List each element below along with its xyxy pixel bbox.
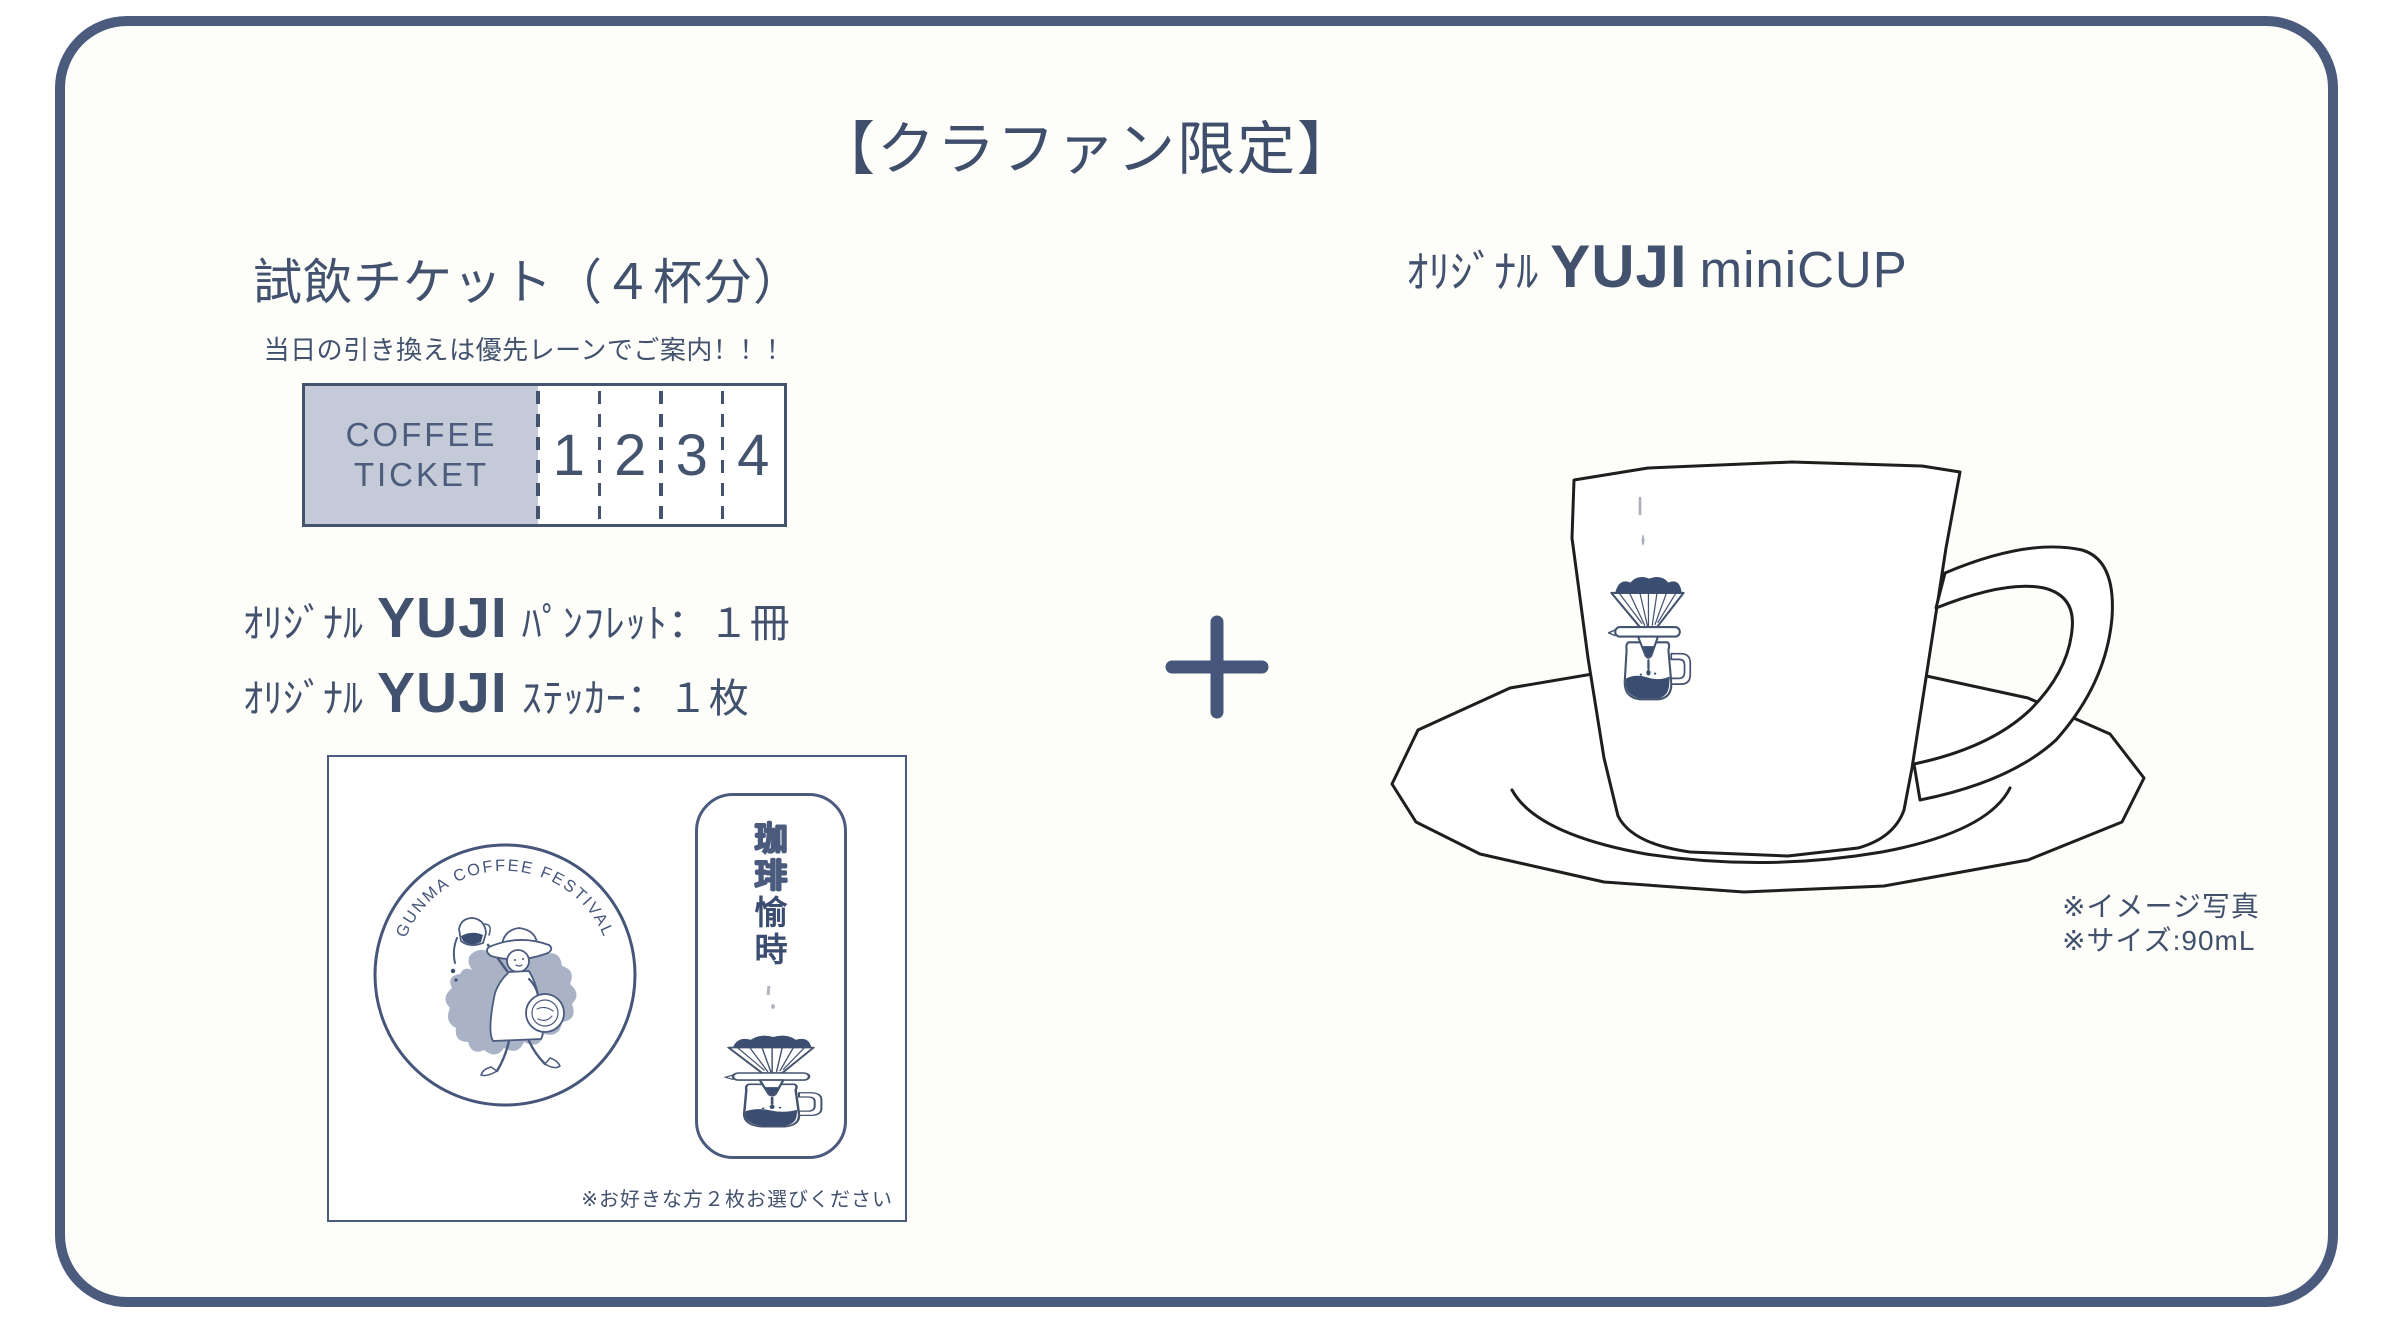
cup-drip-drop: [1641, 534, 1645, 546]
sticker-preview-box: GUNMA COFFEE FESTIVAL: [327, 755, 907, 1222]
minicup-illustration: [1390, 460, 2146, 894]
dripper-server-icon: [723, 1034, 823, 1129]
vertical-char-ji: 時: [754, 931, 788, 968]
coffee-ticket-stubs: 1 2 3 4: [536, 386, 785, 524]
saucer-well-line: [1510, 786, 2012, 864]
vertical-char-ka: 珈: [754, 819, 788, 857]
coffee-ticket-graphic: COFFEE TICKET 1 2 3 4: [302, 383, 787, 527]
plus-icon: [1165, 615, 1269, 719]
priority-lane-note: 当日の引き換えは優先レーンでご案内！！！: [263, 335, 793, 365]
minicup-notes: ※イメージ写真 ※サイズ:90mL: [2062, 890, 2260, 958]
size-note: ※サイズ:90mL: [2062, 925, 2256, 956]
ticket-stub-3: 3: [659, 386, 723, 524]
cup-handle-outline: [1912, 545, 2114, 802]
choose-two-note: ※お好きな方２枚お選びください: [581, 1189, 893, 1211]
vertical-char-yu: 愉: [754, 894, 788, 931]
coffee-ticket-label-line2: TICKET: [353, 456, 490, 493]
pamphlet-item-line: ｵﾘｼﾞﾅﾙ YUJI ﾊﾟﾝﾌﾚｯﾄ：１冊: [243, 585, 791, 651]
ticket-stub-1: 1: [536, 386, 600, 524]
minicup-prefix: ｵﾘｼﾞﾅﾙ: [1406, 248, 1539, 297]
sticker-brand: YUJI: [377, 661, 508, 725]
pamphlet-rest: ﾊﾟﾝﾌﾚｯﾄ：１冊: [521, 602, 791, 646]
yuji-vertical-sticker: 珈 琲 愉 時: [695, 793, 847, 1159]
pamphlet-prefix: ｵﾘｼﾞﾅﾙ: [243, 602, 363, 646]
gunma-coffee-festival-badge: GUNMA COFFEE FESTIVAL: [373, 843, 637, 1107]
minicup-heading: ｵﾘｼﾞﾅﾙ YUJI miniCUP: [1397, 232, 1917, 301]
minicup-brand: YUJI: [1550, 233, 1688, 300]
cup-body-outline: [1570, 460, 1962, 858]
ticket-stub-2: 2: [597, 386, 662, 524]
sticker-prefix: ｵﾘｼﾞﾅﾙ: [243, 677, 363, 721]
sticker-item-line: ｵﾘｼﾞﾅﾙ YUJI ｽﾃｯｶｰ：１枚: [243, 660, 791, 726]
vertical-char-hi: 琲: [754, 856, 788, 894]
tasting-ticket-heading: 試飲チケット（４杯分）: [252, 256, 803, 310]
reward-item-list: ｵﾘｼﾞﾅﾙ YUJI ﾊﾟﾝﾌﾚｯﾄ：１冊 ｵﾘｼﾞﾅﾙ YUJI ｽﾃｯｶｰ…: [243, 585, 791, 726]
minicup-product: miniCUP: [1699, 241, 1908, 298]
ticket-stub-4: 4: [720, 386, 785, 524]
pamphlet-brand: YUJI: [377, 586, 508, 650]
page-title: 【クラファン限定】: [816, 117, 1357, 182]
coffee-ticket-label-line1: COFFEE: [345, 416, 498, 453]
image-photo-note: ※イメージ写真: [2062, 891, 2260, 922]
drip-marks: [766, 985, 775, 1020]
gunma-silhouette-illustration: [445, 917, 577, 1077]
coffee-ticket-label: COFFEE TICKET: [305, 386, 538, 524]
sticker-rest: ｽﾃｯｶｰ：１枚: [521, 677, 750, 721]
